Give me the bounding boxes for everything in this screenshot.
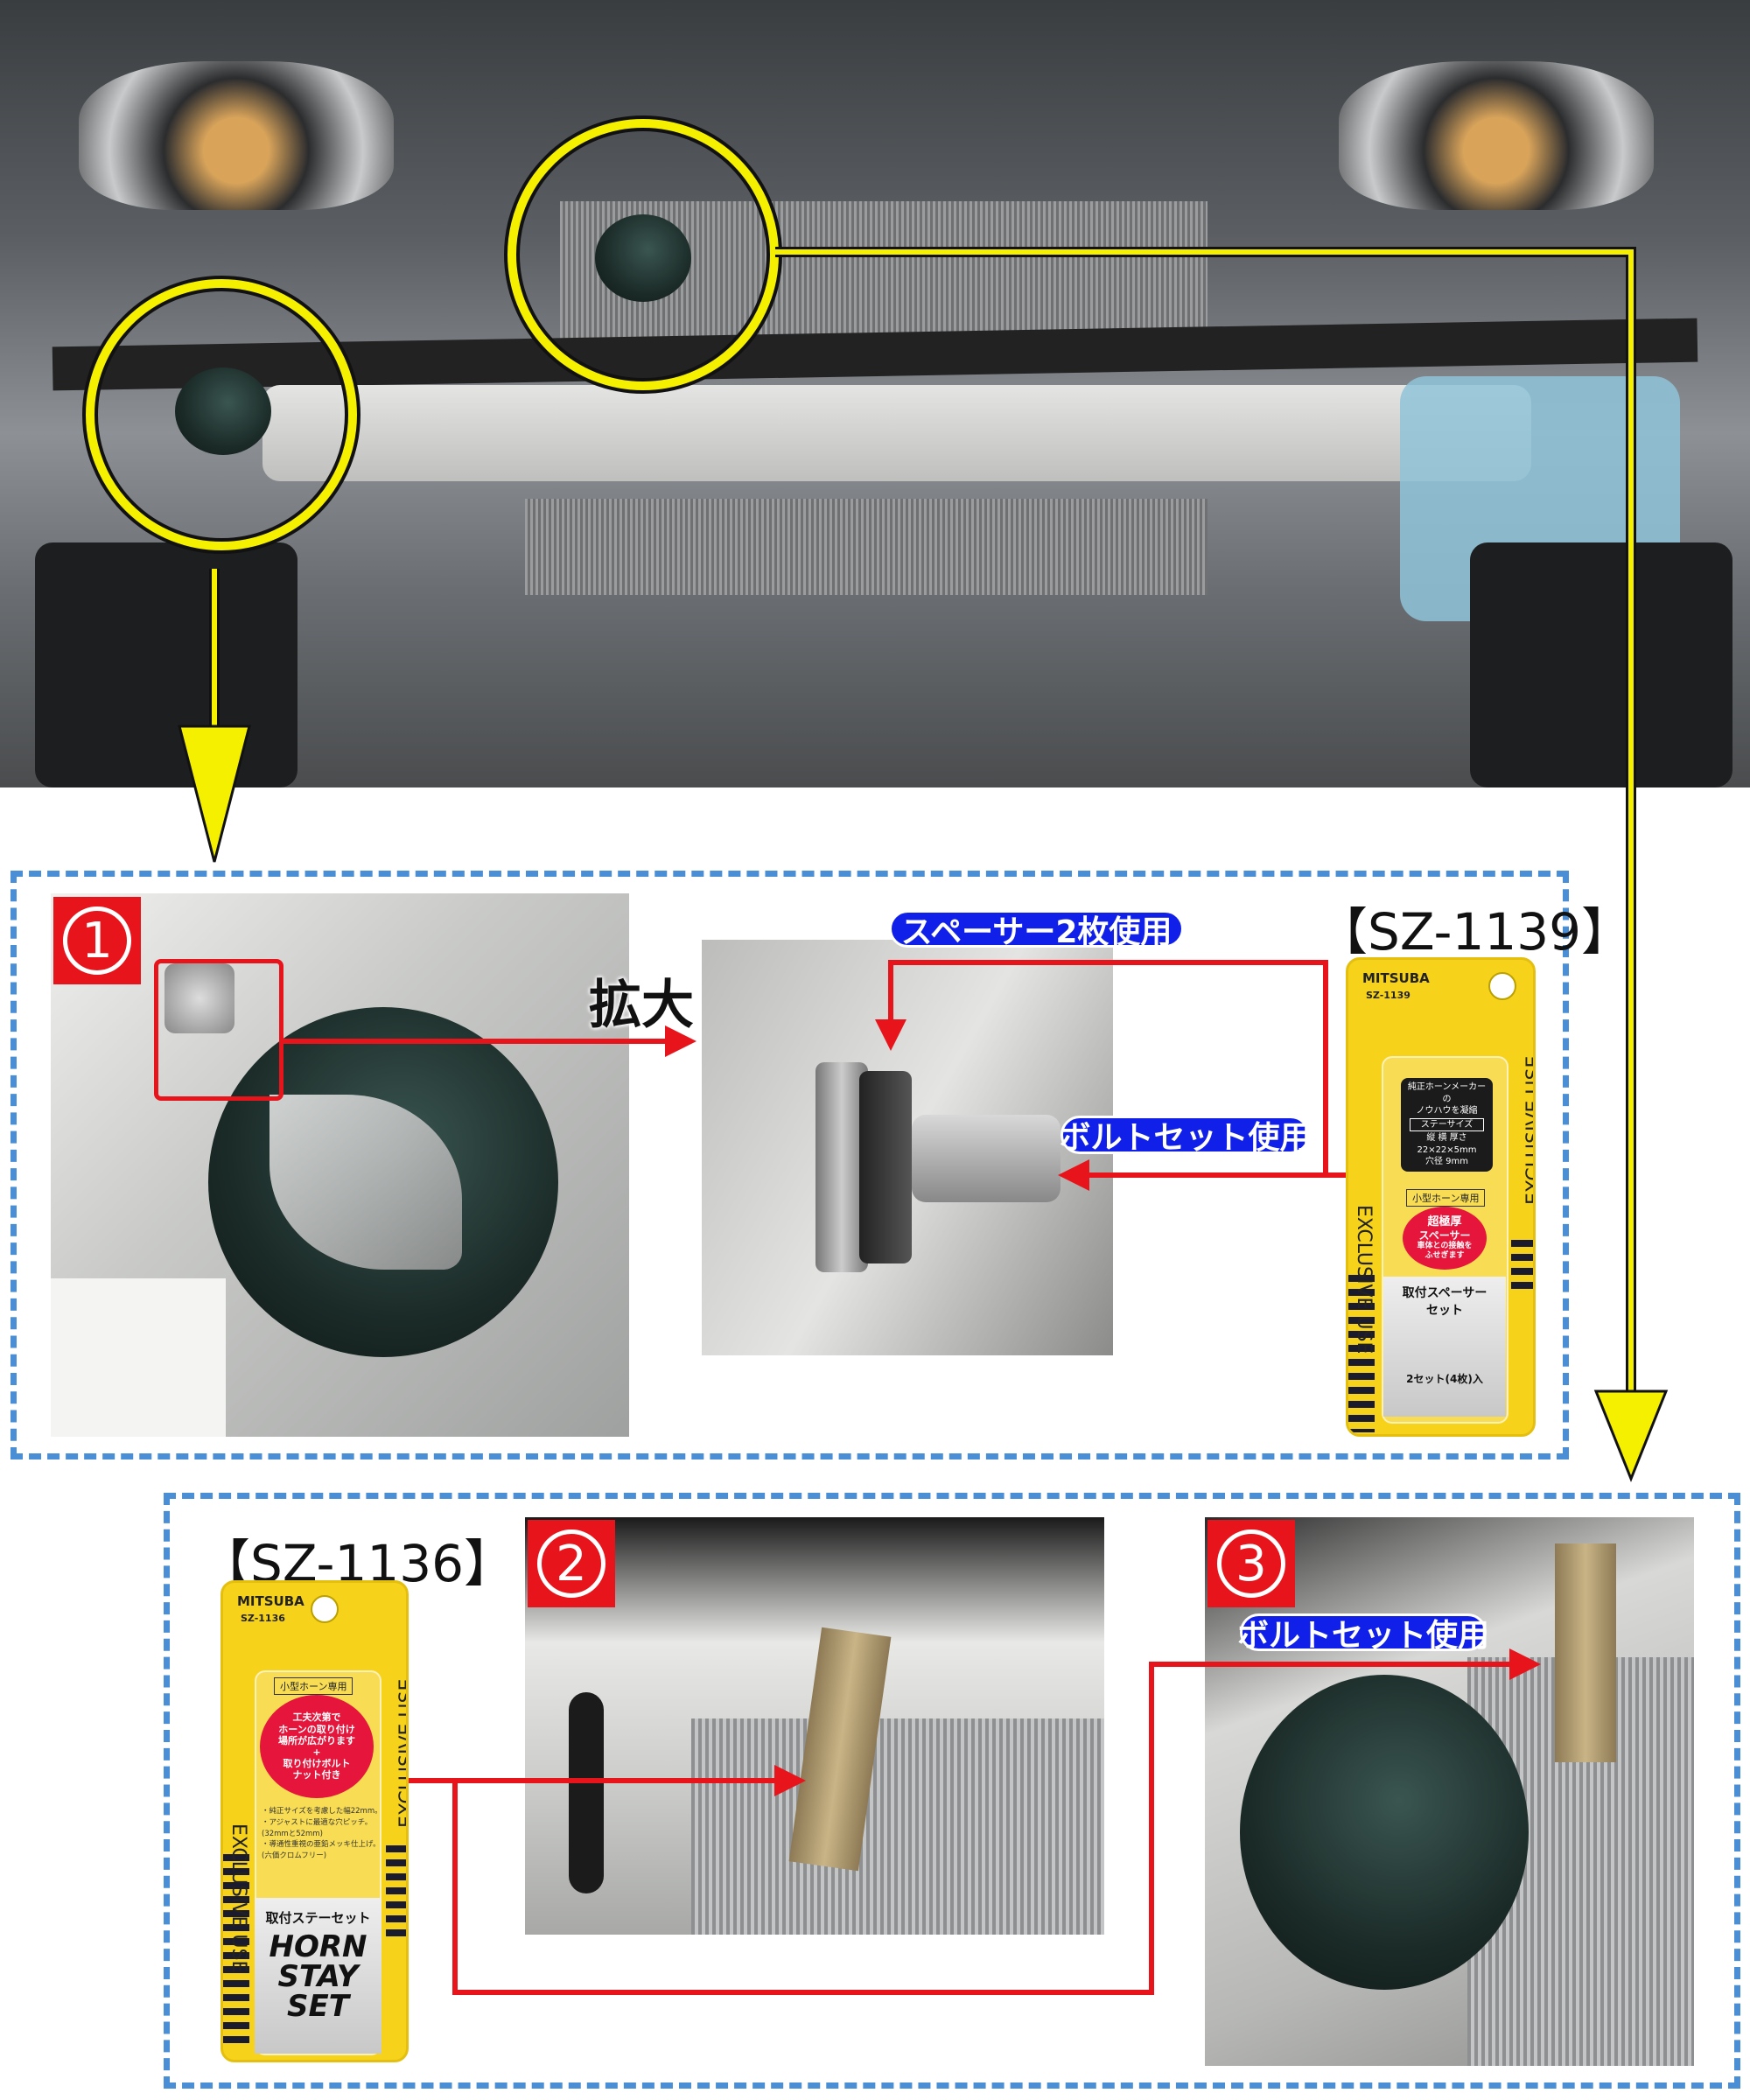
step-number: 3: [1217, 1530, 1285, 1598]
circle-line: 場所が広がります: [278, 1734, 355, 1746]
bolt-set-label: ボルトセット使用: [1237, 1614, 1489, 1654]
step-badge-3: 3: [1208, 1520, 1295, 1607]
step-number: 2: [537, 1530, 606, 1598]
feature-circle: 工夫次第で ホーンの取り付け 場所が広がります + 取り付けボルト ナット付き: [260, 1695, 374, 1798]
circle-line: スペーサー: [1418, 1228, 1471, 1242]
panel-spacer-install: [10, 871, 1569, 1460]
yellow-arrow-line-right: [775, 249, 1634, 1400]
info-line: 純正ホーンメーカーの: [1407, 1082, 1487, 1104]
horn-on-stay-photo: [1205, 1517, 1694, 2066]
small-horn-tag: 小型ホーン専用: [1406, 1189, 1486, 1207]
horn-stay: [1555, 1544, 1616, 1762]
logo-line: SET: [287, 1989, 349, 2024]
circle-line: 取り付けボルト: [283, 1758, 351, 1770]
horn-upper: [595, 214, 691, 302]
info-line: ステーサイズ: [1410, 1117, 1484, 1131]
horn-stay-set-logo: HORN STAY SET: [255, 1932, 382, 2021]
info-line: ノウハウを凝縮: [1416, 1106, 1478, 1116]
bolt: [912, 1115, 1060, 1202]
brand: MITSUBA: [1362, 970, 1430, 986]
right-headlight: [1339, 61, 1654, 210]
car-front-photo: [0, 0, 1750, 788]
info-panel: 純正ホーンメーカーの ノウハウを凝縮 ステーサイズ 縦 横 厚さ 22×22×5…: [1401, 1078, 1493, 1172]
highlight-circles: [82, 116, 782, 554]
step-badge-1: 1: [53, 897, 141, 984]
bullet: ・アジャストに最適な穴ピッチ。: [262, 1817, 373, 1827]
horn-mount-photo: [51, 893, 629, 1437]
stripe-decoration: [1511, 1240, 1533, 1292]
radiator-lower: [525, 499, 1208, 595]
horn-bracket: [859, 1071, 912, 1264]
name-panel: 取付ステーセット HORN STAY SET: [255, 1898, 382, 2054]
logo-line: STAY: [277, 1959, 359, 1994]
horn-lower: [175, 368, 271, 455]
radiator-fins: [691, 1718, 1104, 1935]
circle-line: 工夫次第で: [292, 1712, 341, 1724]
hang-hole: [311, 1595, 339, 1623]
product-name: セット: [1426, 1304, 1463, 1318]
stay-bolt-arrow: [452, 1648, 1541, 1995]
spacer-two-label: スペーサー2枚使用: [889, 910, 1184, 950]
package-sz1136: MITSUBA SZ-1136 EXCLUSIVE USE EXCLUSIVE …: [220, 1580, 409, 2062]
info-line: 穴径 9mm: [1424, 1157, 1469, 1166]
spacer-arrow: [875, 960, 1346, 1178]
horn-alpha: [1240, 1675, 1529, 1990]
left-tire: [35, 542, 298, 788]
washer-tank-body: [51, 1278, 226, 1437]
circle-line: ホーンの取り付け: [278, 1723, 355, 1735]
stripe-decoration: [386, 1845, 406, 1942]
quantity: 2セット(4枚)入: [1406, 1373, 1483, 1385]
hang-hole: [1488, 972, 1516, 1000]
right-tire: [1470, 542, 1732, 788]
circle-line: +: [312, 1746, 321, 1758]
step-number: 1: [63, 906, 131, 975]
bolt-head: [164, 963, 234, 1033]
panel-stay-install: [164, 1493, 1740, 2089]
step-badge-2: 2: [528, 1520, 615, 1607]
stripe-decoration: [1348, 1275, 1375, 1432]
name-panel: 取付スペーサー セット 2セット(4枚)入: [1383, 1277, 1506, 1417]
left-headlight: [79, 61, 394, 210]
product-code: SZ-1139: [1366, 990, 1410, 1001]
yellow-arrow-head-right: [1593, 1390, 1669, 1483]
logo-line: HORN: [269, 1929, 368, 1964]
product-name: 取付ステーセット: [265, 1910, 371, 1926]
bullet: (六価クロムフリー): [262, 1852, 327, 1860]
bumper-reinforcement: [262, 385, 1531, 481]
zoom-highlight-box: [154, 959, 284, 1101]
product-title-sz1139: 【SZ-1139】: [1317, 902, 1633, 962]
package-sz1139: MITSUBA SZ-1139 EXCLUSIVE USE EXCLUSIVE …: [1346, 957, 1536, 1437]
stripe-decoration: [223, 1854, 249, 2047]
spacer-closeup-photo: [702, 940, 1113, 1355]
circle-line: ナット付き: [292, 1769, 341, 1782]
feature-circle: 超極厚 スペーサー 車体との接触を ふせぎます: [1403, 1207, 1487, 1270]
highlight-circle-upper-horn: [508, 119, 779, 390]
bullet: (32mmと52mm): [262, 1829, 323, 1838]
stay-mounted-photo: [525, 1517, 1104, 1935]
wire-harness: [569, 1692, 604, 1894]
yellow-arrow-head-left: [178, 724, 251, 863]
feature-bullets: ・純正サイズを考慮した幅22mm。 ・アジャストに最適な穴ピッチ。 (32mmと…: [262, 1806, 382, 1862]
bullet: ・純正サイズを考慮した幅22mm。: [262, 1807, 382, 1816]
product-name: 取付スペーサー: [1402, 1286, 1488, 1300]
circle-line: ふせぎます: [1424, 1250, 1465, 1260]
brand: MITSUBA: [237, 1593, 304, 1609]
info-line: 縦 横 厚さ: [1426, 1133, 1467, 1143]
highlight-circle-lower-horn: [86, 279, 357, 550]
small-horn-tag: 小型ホーン専用: [274, 1677, 354, 1695]
yellow-arrow-line-right: [775, 247, 1636, 1400]
product-code: SZ-1136: [241, 1613, 285, 1624]
info-line: 22×22×5mm: [1417, 1144, 1477, 1155]
circle-line: 車体との接触を: [1417, 1242, 1473, 1251]
bullet: ・導通性重視の亜鉛メッキ仕上げ。: [262, 1840, 381, 1850]
circle-line: 超極厚: [1427, 1215, 1462, 1229]
bolt-set-label: ボルトセット使用: [1060, 1116, 1312, 1156]
